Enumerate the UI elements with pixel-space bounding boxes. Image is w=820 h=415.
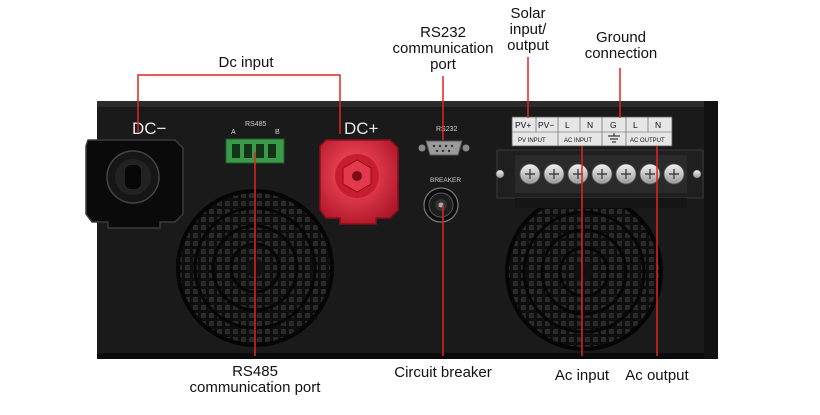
- dc-positive-label: DC+: [344, 119, 379, 138]
- right-fan: [505, 193, 663, 351]
- rs485-b-label: B: [275, 129, 280, 136]
- callout-lines: [137, 57, 658, 356]
- ac-input-callout: Ac input: [554, 367, 610, 384]
- ground-g-label: G: [610, 120, 617, 130]
- dc-negative-label: DC−: [132, 119, 167, 138]
- rs485-a-label: A: [231, 129, 236, 136]
- circuit-breaker-switch: BREAKER: [423, 177, 461, 223]
- ac-output-strip-label: AC OUTPUT: [630, 138, 665, 144]
- rs485-title: RS485: [245, 121, 267, 128]
- ground-symbol-icon: [608, 133, 620, 143]
- pv-pos-label: PV+: [515, 120, 531, 130]
- dc-positive-terminal: DC+: [319, 119, 399, 225]
- rs232-port: RS232: [418, 126, 470, 156]
- breaker-label: BREAKER: [430, 177, 461, 184]
- ground-callout: Ground connection: [584, 29, 658, 62]
- rs485-terminal-block: RS485 A B: [225, 121, 285, 164]
- breaker-callout: Circuit breaker: [394, 364, 492, 381]
- ac-out-n-label: N: [655, 120, 661, 130]
- terminal-label-strip: PV+ PV− L N G L N PV INPUT AC INPUT AC O…: [511, 116, 673, 147]
- pv-neg-label: PV−: [538, 120, 554, 130]
- rs232-label: RS232: [436, 126, 458, 133]
- ac-out-l-label: L: [633, 120, 638, 130]
- rs232-callout: RS232 communication port: [392, 24, 494, 73]
- rs485-callout: RS485 communication port: [189, 363, 321, 396]
- terminal-screws: [515, 155, 687, 193]
- ac-in-n-label: N: [587, 120, 593, 130]
- terminal-bar: [495, 149, 704, 208]
- dc-negative-terminal: DC−: [85, 119, 184, 229]
- ac-in-l-label: L: [565, 120, 570, 130]
- dc-input-callout: Dc input: [218, 54, 274, 71]
- ac-output-callout: Ac output: [625, 367, 689, 384]
- solar-callout: Solar input/ output: [507, 5, 549, 54]
- dc-input-callout-line: [137, 74, 341, 134]
- pv-input-label: PV INPUT: [518, 138, 546, 144]
- ac-input-strip-label: AC INPUT: [564, 138, 592, 144]
